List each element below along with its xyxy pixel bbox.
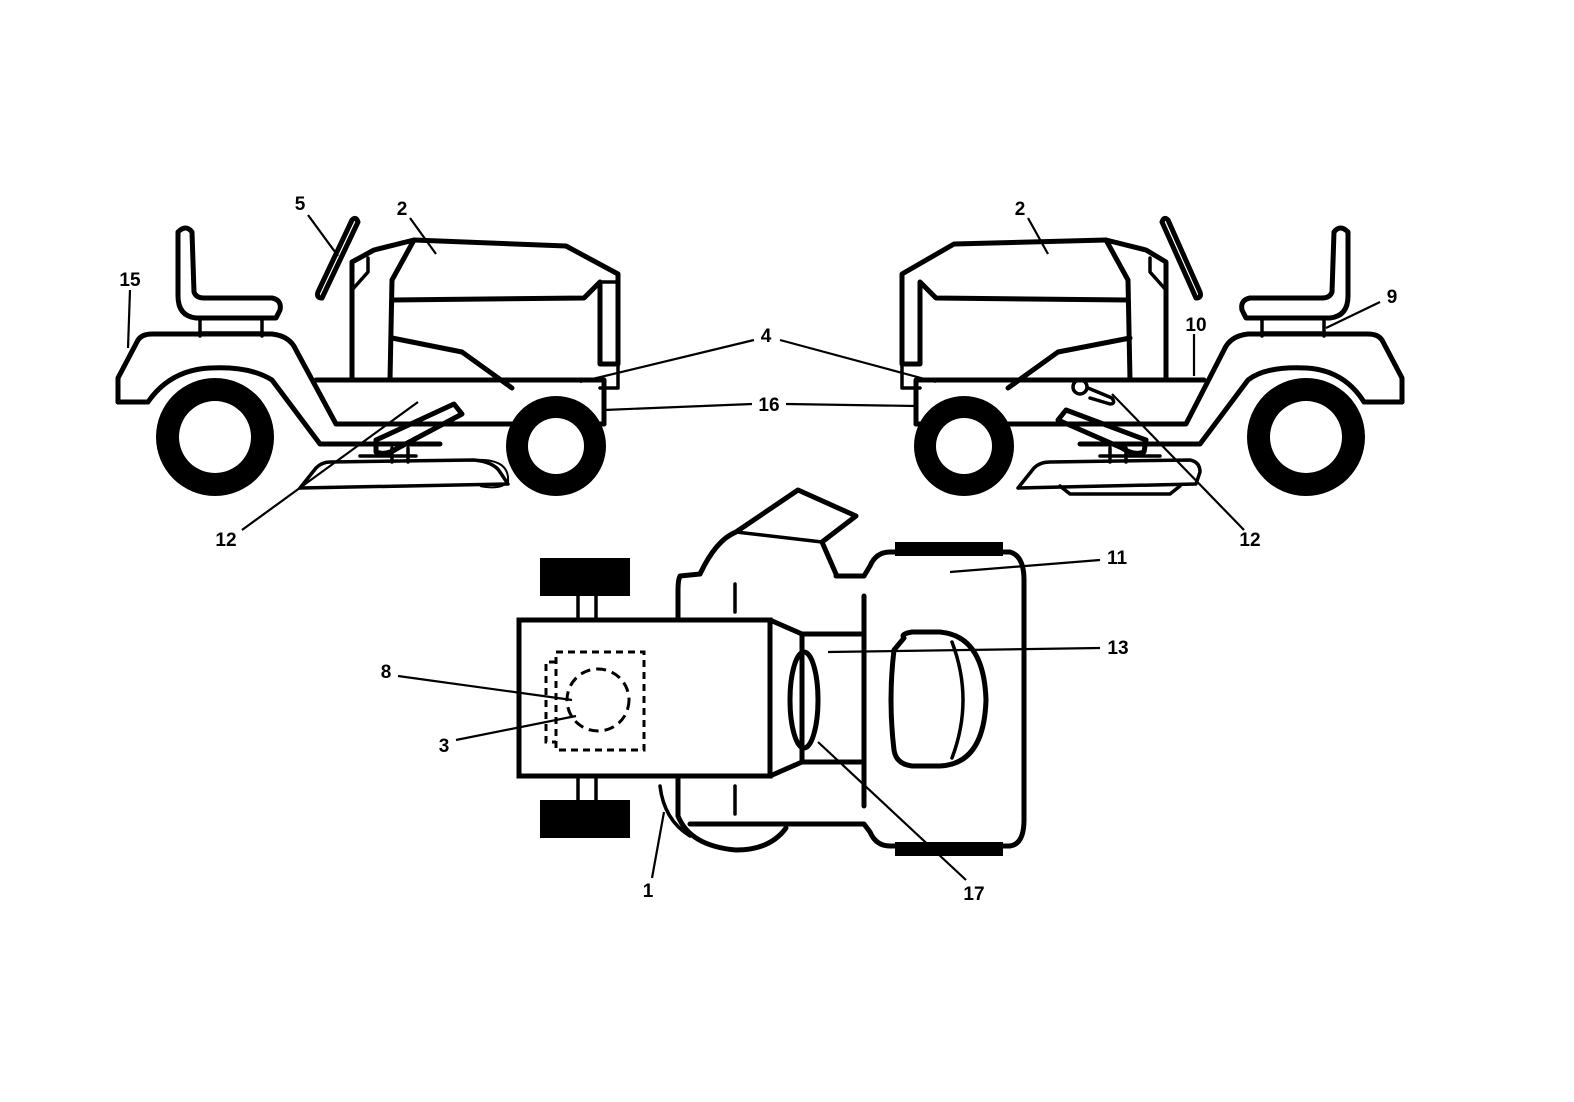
dash-tower	[349, 237, 417, 383]
fender-line	[833, 573, 867, 809]
front-tire-bottom	[540, 800, 630, 838]
tractor-top-view	[516, 487, 1027, 856]
callout-10: 10	[1185, 315, 1206, 336]
leader-lines	[126, 214, 1381, 881]
engine-outline	[554, 650, 646, 752]
frame-side	[913, 377, 1207, 427]
steering-wheel	[315, 215, 361, 301]
deck-hanger	[1098, 446, 1162, 464]
steering-mount	[350, 256, 370, 292]
callout-15: 15	[119, 270, 141, 291]
mower-deck-top	[675, 571, 789, 853]
seat-back	[175, 225, 283, 321]
seat-back-top	[950, 640, 965, 760]
rear-wheel-arch	[115, 365, 443, 447]
lift-handle	[1086, 386, 1116, 406]
callout-5: 5	[295, 194, 306, 215]
deck-lift-lever	[1055, 407, 1149, 456]
hood-side	[389, 335, 515, 391]
deck-chute	[473, 458, 510, 489]
deck-edge-front	[658, 784, 692, 838]
callout-17: 17	[963, 884, 984, 905]
hood	[899, 237, 1131, 367]
rear-fender	[913, 331, 1405, 427]
mower-deck-right	[1016, 458, 1202, 490]
callout-2-left: 2	[397, 199, 408, 220]
callout-3: 3	[439, 736, 450, 757]
tractor-left-side-view	[115, 215, 621, 496]
front-axle-stubs	[576, 594, 598, 802]
hood	[389, 237, 621, 367]
callout-9: 9	[1387, 287, 1398, 308]
front-tire-top	[540, 558, 630, 596]
callout-4: 4	[761, 326, 772, 347]
hood-side	[1005, 335, 1133, 391]
callout-2-right: 2	[1015, 199, 1026, 220]
callout-1: 1	[643, 881, 654, 902]
rear-wheel-arch	[1077, 365, 1405, 447]
dash-tower	[1103, 237, 1169, 383]
steering-wheel	[1159, 215, 1203, 301]
deck-lift-lever	[373, 401, 465, 456]
callout-12-right: 12	[1239, 530, 1260, 551]
callout-13: 13	[1107, 638, 1128, 659]
rear-fender	[115, 331, 607, 427]
rear-fender-top	[687, 549, 1027, 849]
callout-8: 8	[381, 662, 392, 683]
dash-top	[767, 617, 867, 779]
tractor-right-side-view	[899, 215, 1405, 496]
callout-16: 16	[758, 395, 779, 416]
steering-mount	[1148, 256, 1168, 292]
steering-wheel-top	[787, 649, 821, 751]
discharge-chute	[697, 487, 859, 577]
deck-skirt	[1058, 484, 1182, 496]
callout-11: 11	[1107, 548, 1128, 569]
callout-12-left: 12	[215, 530, 236, 551]
chute-edge	[734, 530, 824, 544]
callout-labels: 5 2 15 4 16 12 2 9 10 12 11 13 8 3 1 17	[119, 194, 1397, 905]
deck-hanger	[358, 446, 418, 464]
seat-back	[1239, 225, 1351, 321]
seat-top	[888, 629, 989, 769]
